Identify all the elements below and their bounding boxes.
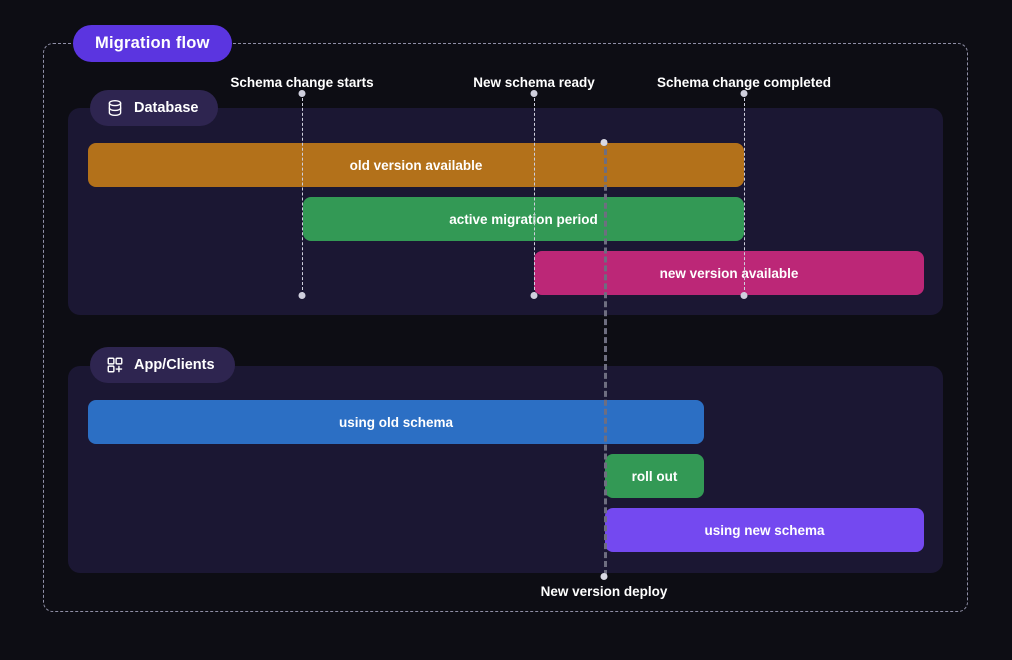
migration-flow-frame <box>43 43 968 612</box>
bar-label-old-version-available: old version available <box>349 157 483 173</box>
milestone-dot-new-schema-ready-top <box>530 90 538 97</box>
milestone-label-new-schema-ready: New schema ready <box>473 75 595 90</box>
milestone-dot-schema-change-starts-bottom <box>298 292 306 299</box>
milestone-dot-new-schema-ready-bottom <box>530 292 538 299</box>
deploy-dot-top <box>600 139 608 146</box>
bar-roll-out[interactable]: roll out <box>605 454 704 498</box>
lane-chip-label-database: Database <box>134 100 199 116</box>
milestone-dot-schema-change-starts-top <box>298 90 306 97</box>
milestone-line-new-schema-ready <box>534 93 535 295</box>
grid-plus-icon <box>106 356 124 374</box>
milestone-dot-schema-change-completed-bottom <box>740 292 748 299</box>
bar-label-roll-out: roll out <box>631 468 678 484</box>
database-icon <box>106 99 124 117</box>
milestone-line-schema-change-starts <box>302 93 303 295</box>
deploy-line <box>604 140 607 576</box>
milestone-label-schema-change-completed: Schema change completed <box>656 75 832 90</box>
bar-label-active-migration-period: active migration period <box>449 211 598 227</box>
migration-flow-title-chip: Migration flow <box>73 25 232 62</box>
milestone-label-schema-change-starts: Schema change starts <box>230 75 374 90</box>
lane-chip-app-clients: App/Clients <box>90 347 235 383</box>
bar-using-old-schema[interactable]: using old schema <box>88 400 704 444</box>
bar-using-new-schema[interactable]: using new schema <box>605 508 924 552</box>
bar-label-using-old-schema: using old schema <box>338 414 454 430</box>
bar-active-migration-period[interactable]: active migration period <box>303 197 744 241</box>
milestone-line-schema-change-completed <box>744 93 745 295</box>
bar-new-version-available[interactable]: new version available <box>534 251 924 295</box>
milestone-dot-schema-change-completed-top <box>740 90 748 97</box>
lane-chip-database: Database <box>90 90 219 126</box>
page-title: Migration flow <box>95 34 210 52</box>
lane-chip-label-app-clients: App/Clients <box>134 357 215 373</box>
bar-label-new-version-available: new version available <box>659 265 799 281</box>
bar-label-using-new-schema: using new schema <box>704 522 825 538</box>
deploy-dot-bottom <box>600 573 608 580</box>
bar-old-version-available[interactable]: old version available <box>88 143 744 187</box>
deploy-label: New version deploy <box>540 584 668 599</box>
